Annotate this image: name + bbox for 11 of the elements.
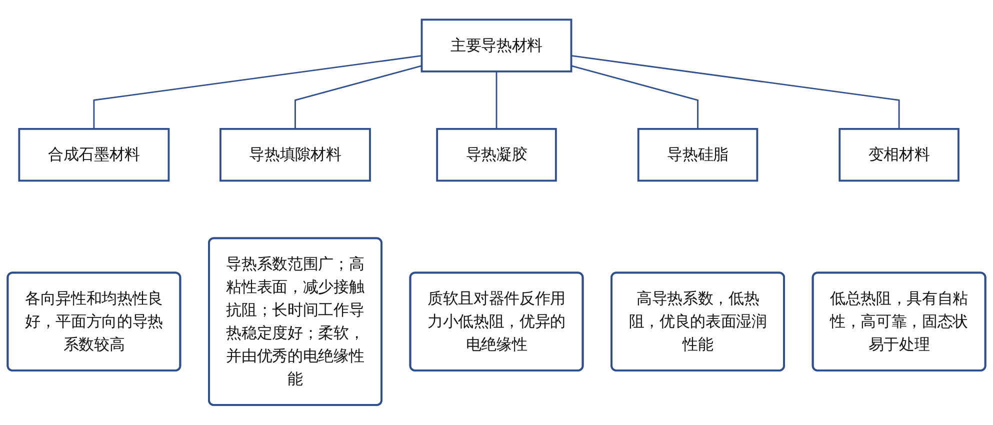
node-box: 主要导热材料 bbox=[420, 18, 572, 73]
node-box: 变相材料 bbox=[838, 128, 960, 182]
node-box: 合成石墨材料 bbox=[18, 128, 170, 182]
connector bbox=[496, 72, 498, 130]
connector bbox=[294, 65, 422, 130]
connector bbox=[571, 55, 900, 130]
connector bbox=[571, 65, 698, 130]
connector bbox=[93, 55, 422, 130]
node-box: 导热凝胶 bbox=[436, 128, 557, 182]
node-box: 导热填隙材料 bbox=[220, 128, 371, 182]
node-box: 导热硅脂 bbox=[637, 128, 758, 182]
